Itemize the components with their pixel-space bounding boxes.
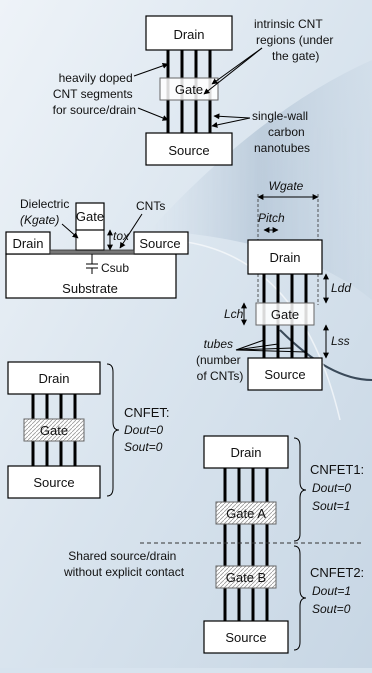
fig3-drain-label: Drain — [269, 250, 300, 265]
fig2-tox-label: tox — [113, 229, 130, 243]
fig4-sout-label: Sout=0 — [124, 440, 163, 454]
fig2-cnts-label: CNTs — [136, 199, 165, 213]
fig5-cnfet1-label: CNFET1: — [310, 462, 364, 477]
fig3-lch-label: Lch — [224, 307, 244, 321]
fig4-dout-label: Dout=0 — [124, 423, 163, 437]
fig2-cnt-layer — [50, 250, 134, 254]
fig3-ldd-label: Ldd — [331, 281, 351, 295]
fig2-dielectric — [76, 230, 104, 250]
fig1-drain-label: Drain — [173, 27, 204, 42]
fig5-gate-a-label: Gate A — [226, 506, 266, 521]
fig5-cnfet2-dout: Dout=1 — [312, 584, 351, 598]
fig3-gate-label: Gate — [271, 307, 299, 322]
fig5-drain-label: Drain — [230, 445, 261, 460]
fig2-substrate-label: Substrate — [62, 281, 118, 296]
fig1-gate-label: Gate — [175, 82, 203, 97]
fig4-gate-label: Gate — [40, 423, 68, 438]
fig5-cnfet2-sout: Sout=0 — [312, 602, 351, 616]
fig3-wgate-label: Wgate — [269, 179, 304, 193]
fig3-pitch-label: Pitch — [258, 211, 285, 225]
fig2-drain-label: Drain — [12, 236, 43, 251]
fig3-lss-label: Lss — [331, 334, 350, 348]
fig5-gate-b-label: Gate B — [226, 570, 266, 585]
fig3-source-label: Source — [264, 367, 305, 382]
fig2-csub-label: Csub — [101, 261, 129, 275]
fig2-cross-section: Substrate Drain Source Gate Dielectric (… — [6, 197, 188, 298]
fig5-cnfet2-label: CNFET2: — [310, 565, 364, 580]
fig5-cnfet1-dout: Dout=0 — [312, 481, 351, 495]
fig4-cnfet-label: CNFET: — [124, 405, 170, 420]
fig1-doped-annotation: heavily doped CNT segments for source/dr… — [53, 71, 136, 117]
fig4-source-label: Source — [33, 475, 74, 490]
fig1-source-label: Source — [168, 143, 209, 158]
fig2-source-label: Source — [139, 236, 180, 251]
fig5-source-label: Source — [225, 630, 266, 645]
fig5-cnfet1-sout: Sout=1 — [312, 499, 350, 513]
fig4-drain-label: Drain — [38, 371, 69, 386]
fig2-gate-label: Gate — [76, 209, 104, 224]
